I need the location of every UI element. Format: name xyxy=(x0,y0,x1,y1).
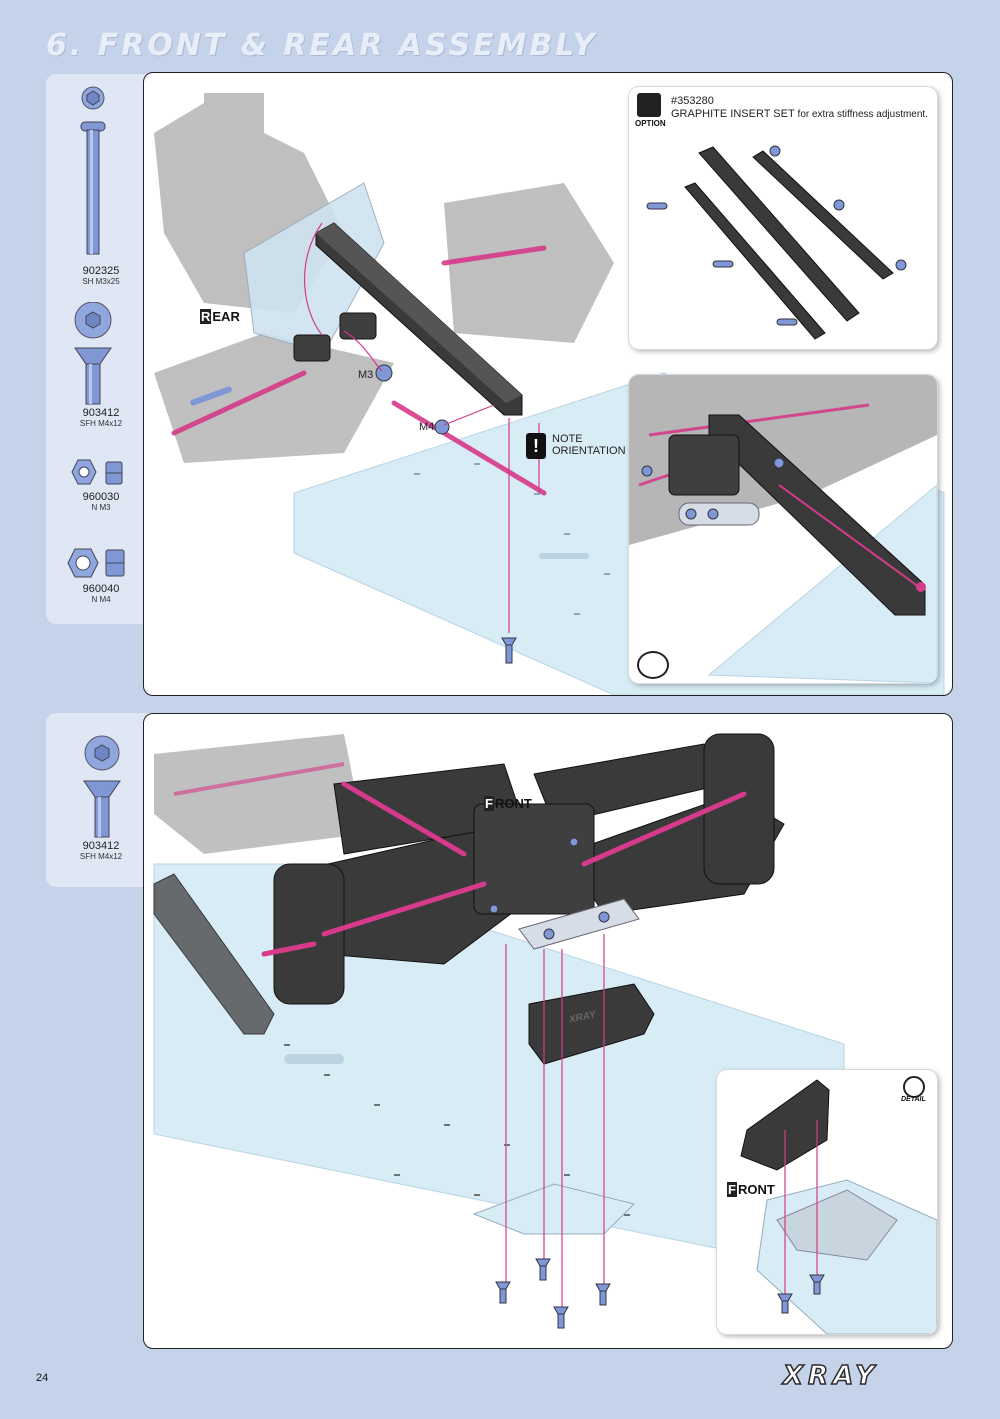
option-callout: OPTION #353280 GRAPHITE INSERT SET for e… xyxy=(629,87,937,349)
part-desc: SFH M4x12 xyxy=(79,852,123,861)
front-detail-illustration xyxy=(740,1079,937,1334)
part-code: 903412 xyxy=(82,840,120,852)
part-code: 960030 xyxy=(82,491,120,503)
rear-direction-rest: EAR xyxy=(212,309,240,324)
detail-front-direction-rest: RONT xyxy=(737,1182,775,1197)
rear-direction-initial: R xyxy=(200,309,212,324)
exclamation-icon: ! xyxy=(526,433,546,459)
detail-magnifier-icon xyxy=(903,1076,925,1098)
detail-front-direction-initial: F xyxy=(727,1182,737,1197)
part-desc: SH M3x25 xyxy=(82,277,120,286)
m4-label: M4 xyxy=(419,421,435,433)
note-orientation: ! NOTE ORIENTATION xyxy=(526,431,636,463)
option-part-number: #353280 xyxy=(671,95,714,107)
option-purpose: for extra stiffness adjustment. xyxy=(797,109,928,120)
m3-label: M3 xyxy=(358,369,374,381)
nut-m4-icon xyxy=(67,548,125,578)
part-desc: N M3 xyxy=(91,503,111,512)
front-direction-initial: F xyxy=(484,796,494,811)
detail-badge: DETAIL xyxy=(901,1096,926,1103)
part-903412: 903412 SFH M4x12 xyxy=(46,302,156,428)
option-badge: OPTION xyxy=(635,119,666,128)
part-code: 902325 xyxy=(82,265,120,277)
thumbs-up-option-icon xyxy=(637,93,661,117)
part-960030: 960030 N M3 xyxy=(46,458,156,512)
front-direction-rest: RONT xyxy=(494,796,532,811)
note-line1: NOTE xyxy=(552,433,583,445)
rear-detail-illustration xyxy=(629,375,937,683)
page-title: 6. FRONT & REAR ASSEMBLY xyxy=(46,28,598,63)
option-description: GRAPHITE INSERT SET for extra stiffness … xyxy=(671,108,928,120)
page-number: 24 xyxy=(36,1372,49,1384)
nut-m3-icon xyxy=(71,459,123,485)
part-960040: 960040 N M4 xyxy=(46,546,156,604)
part-code: 903412 xyxy=(82,407,120,419)
part-code: 960040 xyxy=(82,583,120,595)
detail-callout xyxy=(629,375,937,683)
option-name: GRAPHITE INSERT SET xyxy=(671,108,795,120)
countersunk-screw-sfh-m4x12-icon xyxy=(74,302,112,405)
parts-sidebar-step1: 902325 SH M3x25 903412 SFH M4x12 960030 … xyxy=(46,74,156,624)
countersunk-screw-sfh-m4x12-icon xyxy=(83,735,121,838)
bolt-sh-m3x25-icon xyxy=(80,86,106,255)
part-desc: SFH M4x12 xyxy=(79,419,123,428)
note-line2: ORIENTATION xyxy=(552,445,626,457)
graphite-insert-illustration xyxy=(646,145,907,340)
part-902325: 902325 SH M3x25 xyxy=(46,86,156,286)
part-desc: N M4 xyxy=(91,595,111,604)
gear-check-icon xyxy=(637,651,669,679)
part-903412: 903412 SFH M4x12 xyxy=(46,735,156,861)
parts-sidebar-step2: 903412 SFH M4x12 xyxy=(46,713,156,887)
brand-logo: XRAY xyxy=(782,1360,880,1392)
front-assembly-illustration xyxy=(153,733,845,1329)
screw-icon xyxy=(501,637,517,664)
